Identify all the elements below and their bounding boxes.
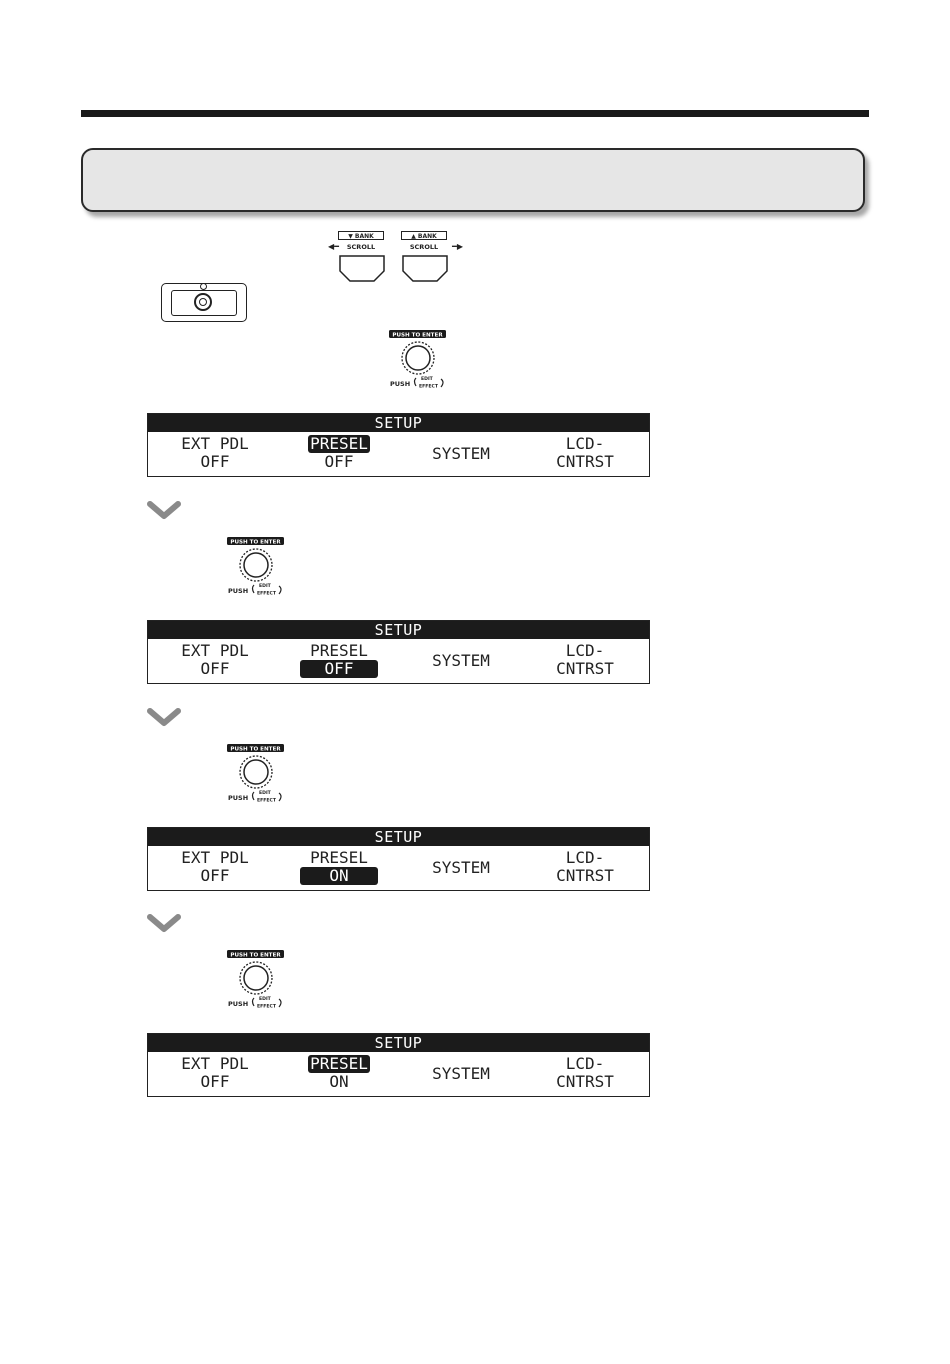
lcd-item-system: SYSTEM — [432, 1064, 490, 1083]
lcd-item-lcd-contrast: LCD- CNTRST — [556, 641, 614, 678]
lcd-item-presel: PRESEL ON — [279, 846, 399, 885]
push-to-enter-dial-icon[interactable]: PUSH TO ENTER PUSH EDIT EFFECT — [226, 743, 286, 805]
lcd-screen: SETUP EXT PDL OFF PRESEL OFF SYSTEM LCD-… — [147, 413, 650, 477]
chevron-down-icon — [146, 913, 182, 935]
dial-top-label: PUSH TO ENTER — [230, 539, 281, 545]
footswitch-knob — [194, 293, 212, 311]
left-arrow-icon: ◀━ — [328, 242, 339, 251]
top-rule — [81, 110, 869, 117]
lcd-item-ext-pdl: EXT PDL OFF — [181, 434, 249, 471]
push-to-enter-dial-icon[interactable]: PUSH TO ENTER PUSH EDIT EFFECT — [226, 949, 286, 1011]
dial-push-label: PUSH — [228, 794, 248, 802]
dial-top-label: PUSH TO ENTER — [392, 332, 443, 338]
push-to-enter-dial-icon[interactable]: PUSH TO ENTER PUSH EDIT EFFECT — [388, 329, 448, 391]
lcd-item-presel: PRESEL ON — [308, 1054, 370, 1091]
push-to-enter-dial-icon[interactable]: PUSH TO ENTER PUSH EDIT EFFECT — [226, 536, 286, 598]
dial-push-label: PUSH — [228, 1000, 248, 1008]
dial-effect-label: EFFECT — [257, 1004, 277, 1010]
dial-edit-label: EDIT — [421, 376, 434, 382]
lcd-item-lcd-contrast: LCD- CNTRST — [556, 1054, 614, 1091]
footswitch-icon[interactable] — [161, 283, 247, 322]
right-arrow-icon: ━▶ — [452, 242, 463, 251]
lcd-item-system: SYSTEM — [432, 858, 490, 877]
dial-push-label: PUSH — [390, 380, 410, 388]
lcd-screen: SETUP EXT PDL OFF PRESEL OFF SYSTEM LCD-… — [147, 620, 650, 684]
pedal-button-icon — [402, 255, 448, 282]
footswitch-led — [200, 283, 207, 290]
lcd-item-presel: PRESEL OFF — [308, 434, 370, 471]
scroll-label: SCROLL — [346, 243, 376, 251]
dial-effect-label: EFFECT — [257, 798, 277, 804]
lcd-title: SETUP — [148, 414, 649, 432]
lcd-screen: SETUP EXT PDL OFF PRESEL ON SYSTEM LCD- … — [147, 827, 650, 891]
dial-edit-label: EDIT — [259, 583, 272, 589]
chevron-down-icon — [146, 500, 182, 522]
dial-edit-label: EDIT — [259, 790, 272, 796]
lcd-item-presel: PRESEL OFF — [279, 639, 399, 678]
lcd-item-lcd-contrast: LCD- CNTRST — [556, 434, 614, 471]
pedal-button-icon — [339, 255, 385, 282]
chevron-down-icon — [146, 707, 182, 729]
lcd-item-ext-pdl: EXT PDL OFF — [181, 848, 249, 885]
dial-edit-label: EDIT — [259, 996, 272, 1002]
lcd-item-ext-pdl: EXT PDL OFF — [181, 1054, 249, 1091]
lcd-item-system: SYSTEM — [432, 444, 490, 463]
bank-down-scroll-left-button[interactable]: ▼ BANK ◀━ SCROLL — [328, 231, 386, 284]
dial-top-label: PUSH TO ENTER — [230, 746, 281, 752]
dial-effect-label: EFFECT — [419, 384, 439, 390]
lcd-screen: SETUP EXT PDL OFF PRESEL ON SYSTEM LCD- … — [147, 1033, 650, 1097]
lcd-title: SETUP — [148, 828, 649, 846]
dial-effect-label: EFFECT — [257, 591, 277, 597]
lcd-item-lcd-contrast: LCD- CNTRST — [556, 848, 614, 885]
bank-up-scroll-right-button[interactable]: ▲ BANK SCROLL ━▶ — [399, 231, 463, 284]
lcd-title: SETUP — [148, 621, 649, 639]
lcd-item-ext-pdl: EXT PDL OFF — [181, 641, 249, 678]
dial-top-label: PUSH TO ENTER — [230, 952, 281, 958]
scroll-label: SCROLL — [409, 243, 439, 251]
lcd-item-system: SYSTEM — [432, 651, 490, 670]
footswitch-plate — [171, 290, 237, 316]
section-title-box — [81, 148, 865, 212]
bank-label: ▼ BANK — [338, 231, 384, 240]
dial-push-label: PUSH — [228, 587, 248, 595]
lcd-title: SETUP — [148, 1034, 649, 1052]
bank-label: ▲ BANK — [401, 231, 447, 240]
